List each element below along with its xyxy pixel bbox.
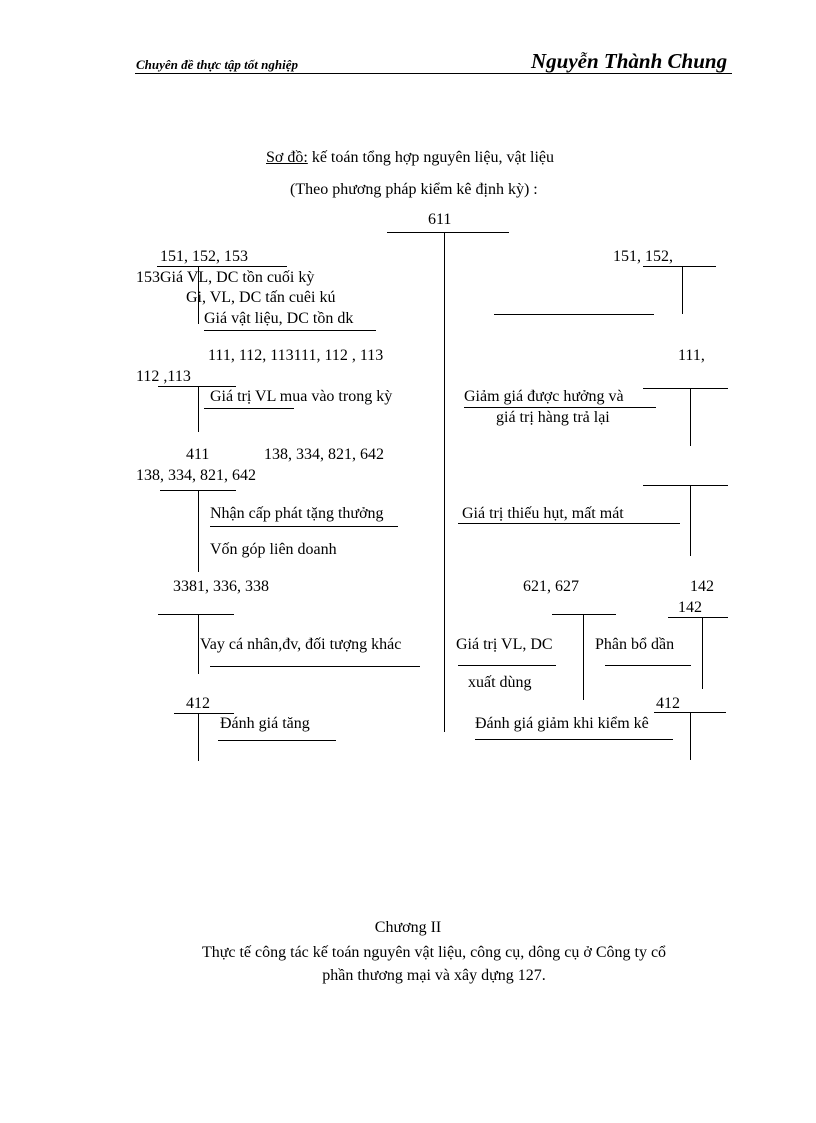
- right-acc-cash-rule: [643, 388, 728, 389]
- right-acc-prepaid: 142: [690, 578, 714, 595]
- left-opening-line3: Giá vật liệu, DC tồn dk: [204, 310, 354, 327]
- right-acc-closing-spine: [682, 266, 683, 314]
- left-acc-other-2: 138, 334, 821, 642: [136, 467, 256, 484]
- left-purchase-arrow: [204, 408, 294, 409]
- left-acc-other: 138, 334, 821, 642: [264, 446, 384, 463]
- right-acc-production-spine: [583, 614, 584, 700]
- left-donation-arrow: [210, 526, 398, 527]
- left-loans-arrow: [210, 666, 420, 667]
- center-account-label: 611: [428, 211, 452, 228]
- diagram-title-rest: kế toán tổng hợp nguyên liệu, vật liệu: [307, 149, 554, 166]
- right-acc-cash-spine: [690, 388, 691, 446]
- right-acc-prepaid-2: 142: [678, 599, 702, 616]
- left-opening-line1: 153Giá VL, DC tồn cuối kỳ: [136, 269, 315, 286]
- right-reval-down-arrow: [475, 739, 673, 740]
- right-discount-line1: Giảm giá được hưởng và: [464, 388, 624, 405]
- right-discount-arrow: [464, 407, 656, 408]
- center-account-spine: [444, 232, 445, 732]
- left-acc-cash-rule: [158, 386, 236, 387]
- left-reval-up-arrow: [218, 740, 336, 741]
- right-acc-other-rule: [643, 485, 728, 486]
- right-acc-reval: 412: [656, 695, 680, 712]
- left-jv: Vốn góp liên doanh: [210, 541, 337, 558]
- left-acc-reval-rule: [174, 713, 234, 714]
- right-issued-line2: xuất dùng: [468, 674, 532, 691]
- right-acc-prepaid-spine: [702, 617, 703, 689]
- header-rule: [135, 73, 732, 74]
- chapter-heading-line2: phần thương mại và xây dựng 127.: [322, 967, 546, 984]
- right-reval-down: Đánh giá giảm khi kiểm kê: [475, 715, 649, 732]
- right-issued-line1: Giá trị VL, DC: [456, 636, 553, 653]
- left-donation: Nhận cấp phát tặng thưởng: [210, 505, 384, 522]
- right-allocation: Phân bổ dần: [595, 636, 675, 653]
- left-acc-opening-spine: [198, 266, 199, 324]
- header-left-title: Chuyên đề thực tập tốt nghiệp: [136, 57, 298, 72]
- diagram-title: Sơ đồ: kế toán tổng hợp nguyên liệu, vật…: [266, 149, 554, 167]
- chapter-title: Chương II: [374, 919, 442, 936]
- left-acc-loans-spine: [198, 614, 199, 674]
- right-acc-prepaid-rule: [668, 617, 728, 618]
- right-acc-reval-spine: [690, 712, 691, 760]
- chapter-heading-line1: Thực tế công tác kế toán nguyên vật liệu…: [201, 944, 667, 961]
- left-acc-capital-spine: [198, 490, 199, 572]
- left-acc-opening: 151, 152, 153: [160, 248, 248, 265]
- right-acc-production-rule: [552, 614, 616, 615]
- diagram-subtitle: (Theo phương pháp kiểm kê định kỳ) :: [290, 181, 538, 198]
- center-account-top: [387, 232, 509, 233]
- right-discount-line2: giá trị hàng trả lại: [496, 409, 610, 426]
- left-opening-arrow: [204, 330, 376, 331]
- left-acc-cash: 111, 112, 113111, 112 , 113: [208, 347, 384, 364]
- right-acc-production: 621, 627: [523, 578, 579, 595]
- right-closing-arrow: [494, 314, 654, 315]
- right-acc-cash: 111,: [678, 347, 705, 364]
- right-shortage-arrow: [458, 523, 680, 524]
- left-purchase: Giá trị VL mua vào trong kỳ: [210, 388, 393, 405]
- left-acc-reval-spine: [198, 713, 199, 761]
- diagram-title-prefix: Sơ đồ:: [266, 149, 308, 166]
- left-acc-capital: 411: [186, 446, 210, 463]
- left-opening-line2: Gi, VL, DC tấn cuêi kú: [186, 289, 336, 306]
- right-acc-other-spine: [690, 485, 691, 556]
- left-acc-opening-rule: [157, 266, 287, 267]
- left-reval-up: Đánh giá tăng: [220, 715, 310, 732]
- right-shortage: Giá trị thiếu hụt, mất mát: [462, 505, 624, 522]
- left-loans: Vay cá nhân,đv, đối tượng khác: [200, 636, 402, 653]
- right-allocation-arrow: [605, 665, 691, 666]
- right-issued-arrow: [458, 665, 556, 666]
- right-acc-closing-rule: [643, 266, 716, 267]
- left-acc-loans: 3381, 336, 338: [173, 578, 269, 595]
- left-acc-loans-rule: [158, 614, 234, 615]
- left-acc-reval: 412: [186, 695, 210, 712]
- header-author: Nguyễn Thành Chung: [531, 49, 728, 73]
- left-acc-cash-2: 112 ,113: [136, 368, 191, 385]
- left-acc-cash-spine: [198, 386, 199, 432]
- right-acc-closing: 151, 152,: [613, 248, 673, 265]
